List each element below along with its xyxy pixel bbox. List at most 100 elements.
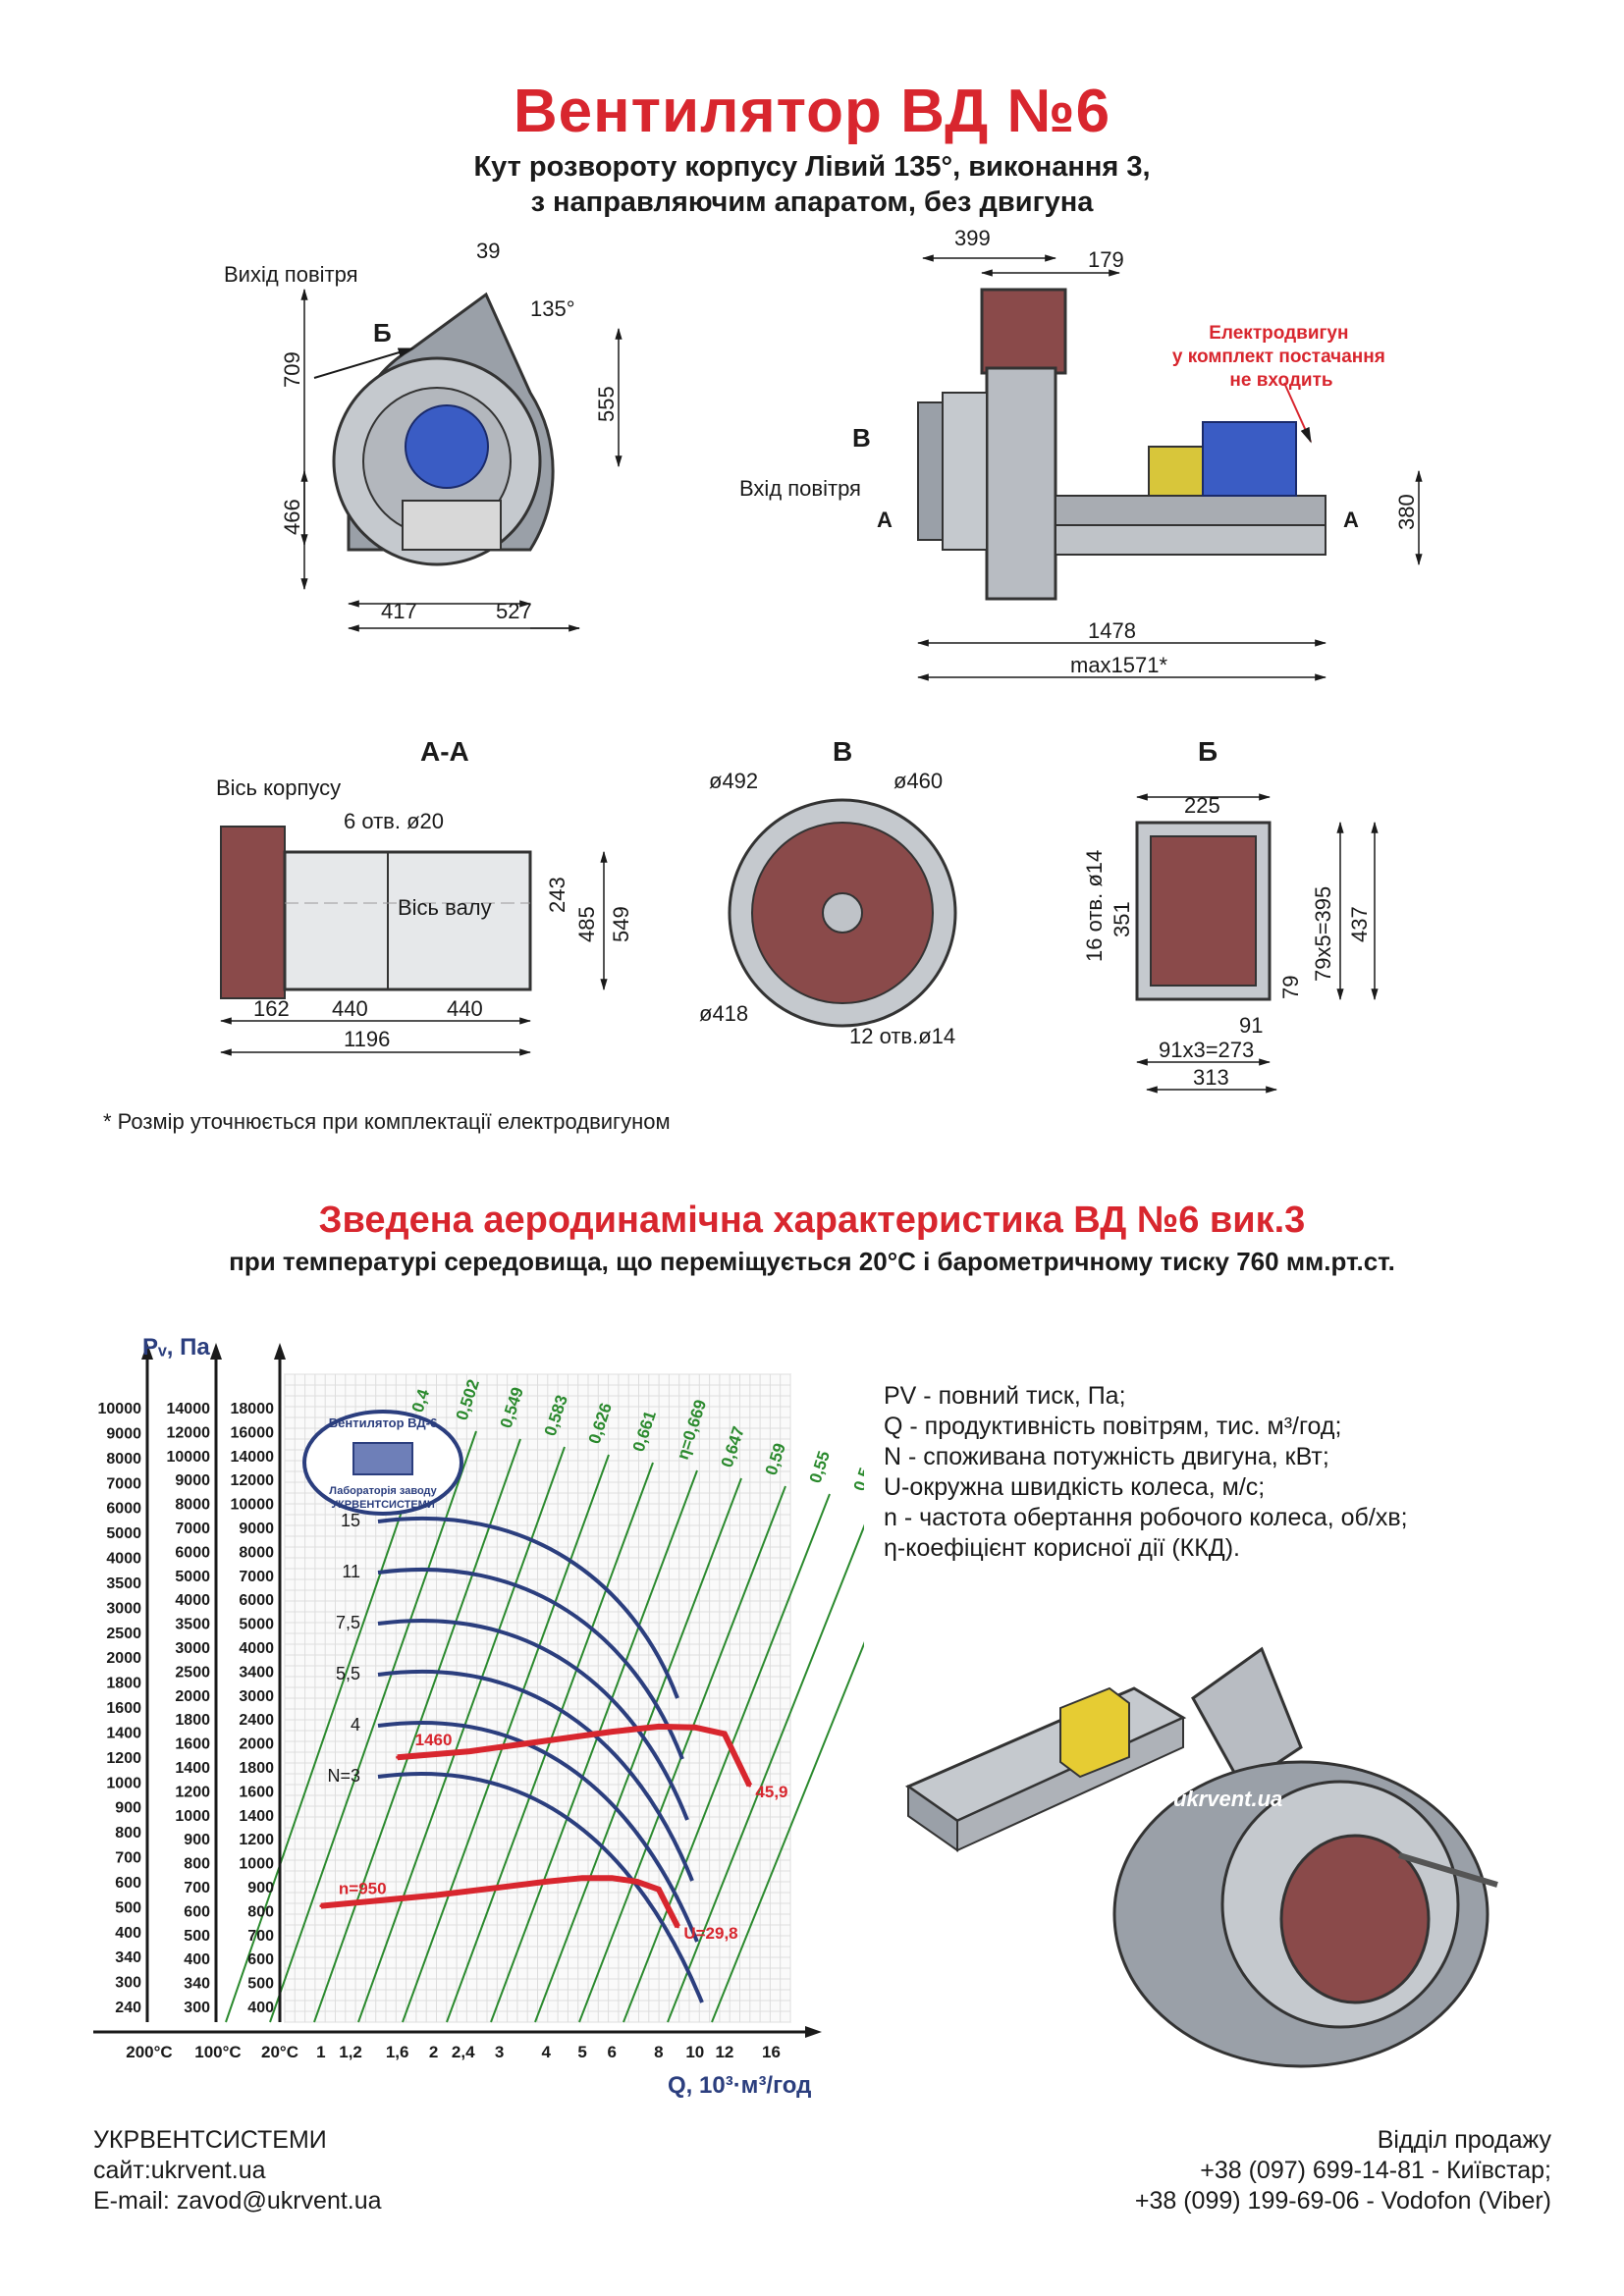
y-tick-label: 2000 bbox=[175, 1688, 210, 1705]
power-label: 11 bbox=[342, 1562, 360, 1581]
y-tick-label: 1200 bbox=[175, 1784, 210, 1800]
x-axis-arrow bbox=[805, 2026, 822, 2038]
y-tick-label: 340 bbox=[115, 1949, 141, 1966]
chart-axes: Pᵥ, Па1000090008000700060005000400035003… bbox=[93, 1334, 822, 2099]
x-tick-label: 5 bbox=[577, 2043, 586, 2061]
y-tick-label: 700 bbox=[115, 1850, 141, 1867]
dim-179: 179 bbox=[1088, 247, 1124, 272]
y-tick-label: 600 bbox=[247, 1951, 274, 1968]
svg-text:Електродвигун у комплект: Електродвигун у комплект постачання не в… bbox=[1172, 323, 1390, 391]
legend-u: U-окружна швидкість колеса, м/с; bbox=[884, 1473, 1266, 1501]
motor-note-line1: Електродвигун bbox=[1209, 323, 1348, 344]
y-tick-label: 1600 bbox=[106, 1700, 141, 1717]
y-tick-label: 800 bbox=[247, 1903, 274, 1920]
y-tick-label: 1800 bbox=[106, 1676, 141, 1692]
y-tick-label: 1400 bbox=[106, 1725, 141, 1741]
y-tick-label: 3000 bbox=[175, 1640, 210, 1657]
y-tick-label: 3500 bbox=[175, 1617, 210, 1633]
y-tick-label: 6000 bbox=[106, 1501, 141, 1518]
footer-site[interactable]: сайт:ukrvent.ua bbox=[93, 2157, 266, 2184]
pressure-point bbox=[319, 1904, 323, 1908]
dim-417: 417 bbox=[381, 599, 417, 623]
view-v-holes: 12 отв.ø14 bbox=[849, 1024, 955, 1048]
stamp-line2: Лабораторія заводу bbox=[329, 1485, 437, 1497]
dim-709: 709 bbox=[280, 351, 304, 388]
chart-legend: PV - повний тиск, Па; Q - продуктивність… bbox=[884, 1381, 1408, 1564]
power-curve bbox=[377, 1516, 679, 1699]
x-tick-label: 1,6 bbox=[386, 2043, 409, 2061]
dim-440-b: 440 bbox=[447, 996, 483, 1021]
efficiency-line bbox=[534, 1477, 742, 2023]
efficiency-line bbox=[667, 1523, 864, 2023]
shaft-axis-label: Вісь валу bbox=[398, 895, 492, 920]
y-tick-label: 300 bbox=[115, 1975, 141, 1992]
y-tick-label: 1400 bbox=[175, 1760, 210, 1777]
dim-max1571: max1571* bbox=[1070, 653, 1168, 677]
legend-pv: PV - повний тиск, Па; bbox=[884, 1382, 1126, 1410]
y-tick-label: 1000 bbox=[106, 1775, 141, 1791]
x-tick-label: 12 bbox=[715, 2043, 733, 2061]
pressure-point bbox=[396, 1755, 400, 1759]
dim-39: 39 bbox=[476, 239, 500, 263]
pressure-point bbox=[610, 1876, 614, 1880]
dim-380: 380 bbox=[1394, 494, 1419, 530]
footer-email[interactable]: E-mail: zavod@ukrvent.ua bbox=[93, 2187, 382, 2215]
efficiency-line bbox=[711, 1641, 864, 2023]
view-b-drawing: Б 225 16 отв. ø14 351 79x5=395 437 79 91… bbox=[1082, 736, 1379, 1094]
efficiency-line bbox=[313, 1438, 521, 2023]
y-tick-label: 5000 bbox=[106, 1525, 141, 1542]
angle-label: 135° bbox=[530, 296, 575, 321]
pressure-point bbox=[657, 1888, 661, 1892]
x-axis-title: Q, 10³·м³/год bbox=[668, 2072, 811, 2099]
y-tick-label: 6000 bbox=[175, 1544, 210, 1561]
pressure-point bbox=[676, 1925, 679, 1929]
dim-313: 313 bbox=[1193, 1065, 1229, 1090]
y-tick-label: 1000 bbox=[239, 1856, 274, 1873]
pressure-point bbox=[467, 1749, 471, 1753]
pressure-point bbox=[635, 1880, 639, 1884]
power-curve bbox=[377, 1772, 704, 2003]
pressure-label: 1460 bbox=[415, 1731, 453, 1749]
x-tick-label: 2,4 bbox=[452, 2043, 475, 2061]
footer-sales-title: Відділ продажу bbox=[1377, 2126, 1551, 2154]
y-tick-label: 10000 bbox=[98, 1401, 142, 1417]
x-tick-label: 10 bbox=[685, 2043, 704, 2061]
air-out-label: Вихід повітря bbox=[224, 262, 358, 287]
view-v-drawing: В ø492 ø460 ø418 12 отв.ø14 bbox=[699, 736, 957, 1048]
mark-b: Б bbox=[373, 318, 392, 347]
dim-440-a: 440 bbox=[332, 996, 368, 1021]
stamp-line3: УКРВЕНТСИСТЕМИ bbox=[331, 1499, 435, 1511]
y-tick-label: 1200 bbox=[106, 1750, 141, 1767]
side-view-drawing: Електродвигун у комплект постачання не в… bbox=[739, 226, 1423, 681]
x-temp-label: 200°С bbox=[126, 2043, 172, 2061]
mark-a-right: А bbox=[1343, 507, 1359, 532]
y-tick-label: 700 bbox=[247, 1928, 274, 1945]
y-tick-label: 12000 bbox=[167, 1424, 211, 1441]
y-tick-label: 4000 bbox=[106, 1551, 141, 1568]
y-tick-label: 240 bbox=[115, 2000, 141, 2016]
dim-555: 555 bbox=[594, 386, 619, 422]
y-tick-label: 7000 bbox=[239, 1569, 274, 1585]
dim-1196: 1196 bbox=[344, 1027, 390, 1051]
x-temp-label: 20°С bbox=[261, 2043, 298, 2061]
power-label: N=3 bbox=[327, 1766, 360, 1786]
dim-79x5: 79x5=395 bbox=[1311, 886, 1335, 982]
y-tick-label: 3000 bbox=[106, 1600, 141, 1617]
y-tick-label: 9000 bbox=[175, 1472, 210, 1489]
footer-phone-vodafone[interactable]: +38 (099) 199-69-06 - Vodofon (Viber) bbox=[1134, 2187, 1551, 2215]
y-tick-label: 700 bbox=[184, 1880, 210, 1896]
y-tick-label: 10000 bbox=[231, 1497, 275, 1514]
dim-549: 549 bbox=[609, 906, 633, 942]
y-tick-label: 7000 bbox=[175, 1521, 210, 1537]
section-aa-drawing: А-А Вісь корпусу 6 отв. ø20 Вісь валу 24… bbox=[216, 736, 633, 1056]
power-curve bbox=[377, 1721, 699, 1943]
dim-1478: 1478 bbox=[1088, 618, 1136, 643]
speed-annotation-high: 45,9 bbox=[755, 1783, 787, 1801]
dim-351: 351 bbox=[1110, 901, 1134, 937]
motor-note-line3: не входить bbox=[1229, 370, 1332, 391]
footer-phone-kyivstar[interactable]: +38 (097) 699-14-81 - Київстар; bbox=[1200, 2157, 1551, 2184]
power-label: 5,5 bbox=[336, 1664, 360, 1683]
dim-527: 527 bbox=[496, 599, 532, 623]
